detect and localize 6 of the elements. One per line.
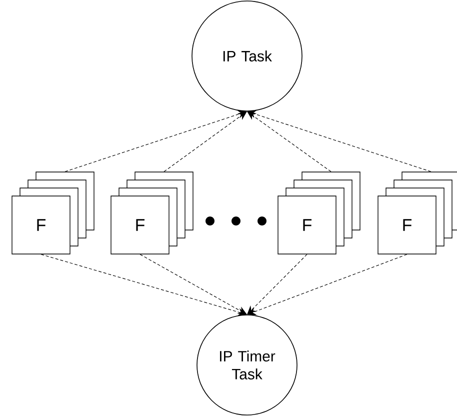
frame-stack: F (278, 172, 360, 254)
frame-stack: F (12, 172, 94, 254)
frame-stack: F (378, 172, 457, 254)
arrow (140, 254, 247, 315)
frame-stack: F (110, 172, 194, 254)
arrow (247, 254, 408, 316)
